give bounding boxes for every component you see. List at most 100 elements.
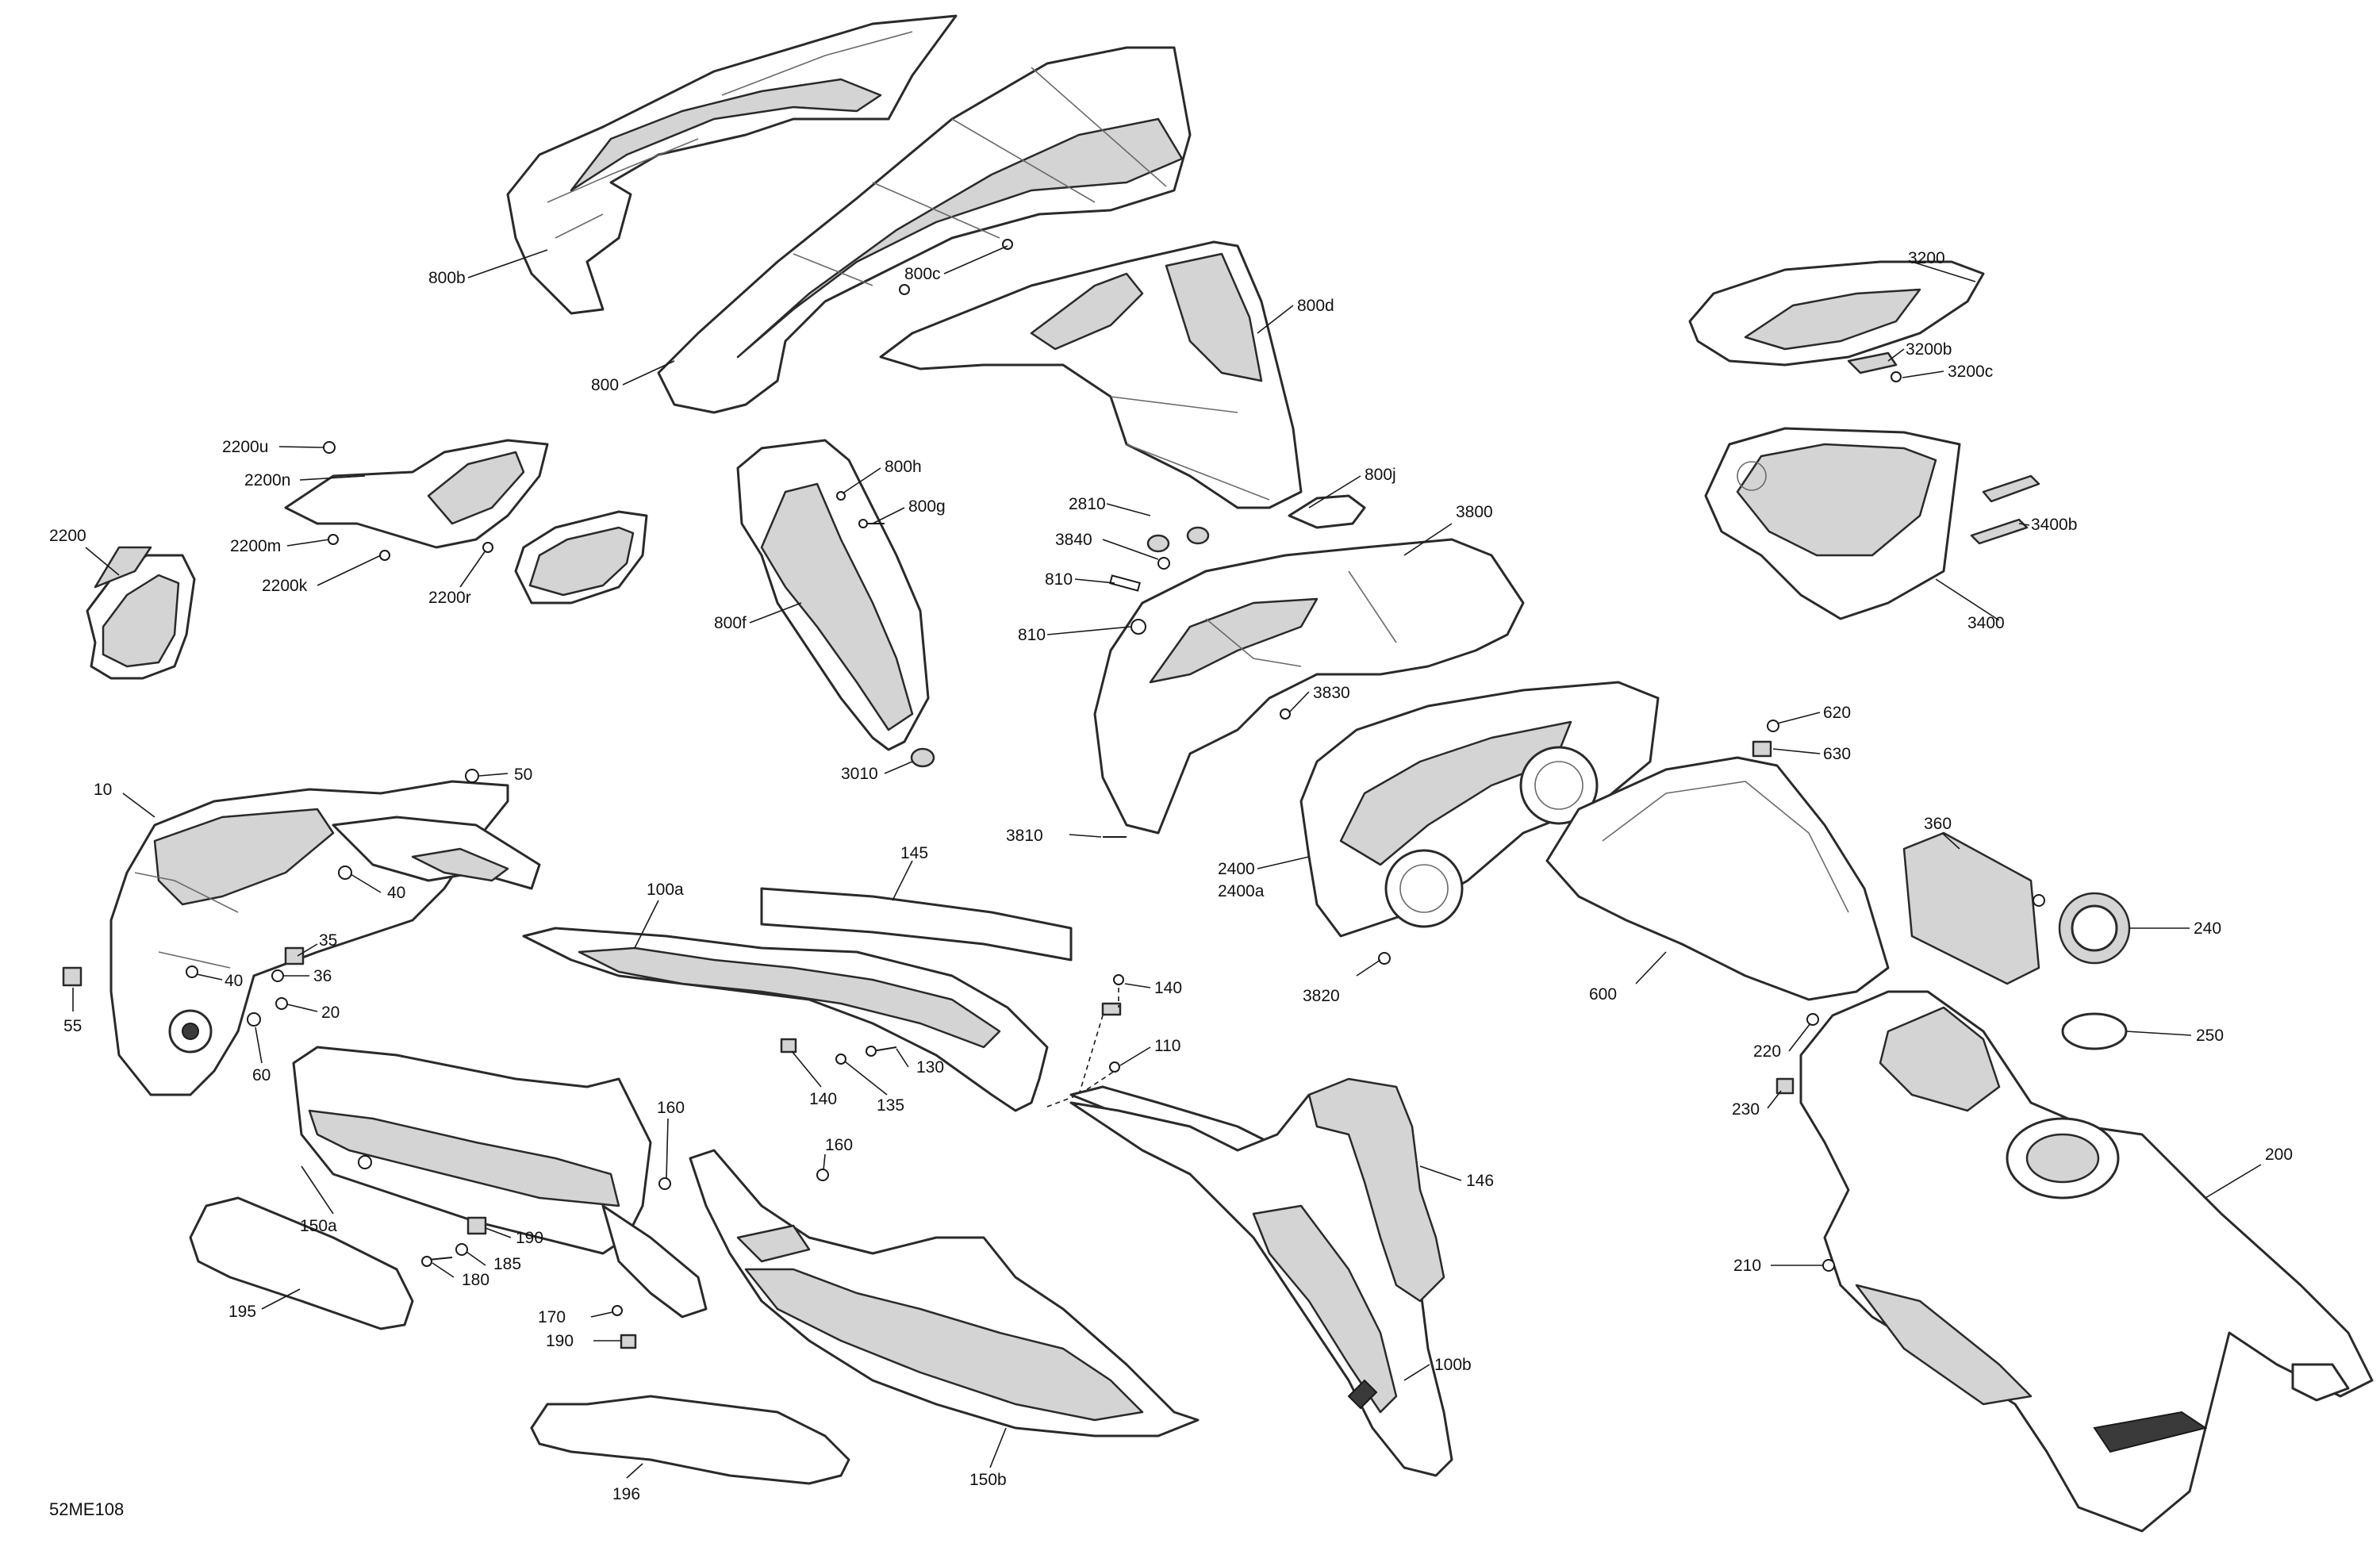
callout-145: 145 bbox=[900, 844, 928, 862]
callout-3400b: 3400b bbox=[2031, 516, 2077, 534]
callout-2200n: 2200n bbox=[244, 471, 290, 489]
callout-2200m: 2200m bbox=[230, 537, 281, 555]
part-196-trim-bar bbox=[530, 1395, 850, 1485]
callout-3200: 3200 bbox=[1908, 249, 1945, 267]
callout-140-left: 140 bbox=[809, 1090, 837, 1108]
callout-2200r: 2200r bbox=[428, 589, 471, 607]
callout-100a: 100a bbox=[647, 881, 684, 899]
part-800b-upper-fairing bbox=[506, 14, 958, 315]
fastener-800h-800g bbox=[836, 491, 885, 528]
callout-185: 185 bbox=[493, 1255, 521, 1273]
callout-146: 146 bbox=[1466, 1172, 1494, 1190]
callout-600: 600 bbox=[1589, 985, 1617, 1004]
part-360-vent bbox=[1902, 831, 2040, 985]
callout-800b: 800b bbox=[428, 269, 466, 287]
callout-20: 20 bbox=[321, 1004, 340, 1022]
part-800j-small-lens bbox=[1288, 494, 1366, 529]
callout-230: 230 bbox=[1732, 1100, 1760, 1119]
part-800f-side-strip bbox=[736, 439, 930, 751]
hardware-lower-panels bbox=[421, 1169, 829, 1349]
callout-labels: 800b 800c 800d 800 800h 800g 800f 800j 3… bbox=[49, 249, 2293, 1519]
callout-800c: 800c bbox=[904, 265, 941, 283]
hardware-tank-area bbox=[1752, 720, 1835, 1272]
callout-810-upper: 810 bbox=[1045, 570, 1073, 589]
callout-150a: 150a bbox=[300, 1217, 337, 1235]
callout-630: 630 bbox=[1823, 745, 1851, 763]
callout-250: 250 bbox=[2196, 1027, 2224, 1045]
part-2200r-mirror-glass bbox=[514, 510, 648, 605]
callout-800g: 800g bbox=[908, 497, 946, 516]
part-100a-side-rail bbox=[522, 927, 1049, 1112]
part-150a-mount-tab bbox=[601, 1204, 708, 1318]
callout-800j: 800j bbox=[1365, 466, 1396, 484]
callout-3010: 3010 bbox=[841, 765, 878, 783]
callout-3830: 3830 bbox=[1313, 684, 1350, 702]
part-100b-side-rail-right bbox=[1069, 1093, 1453, 1477]
part-2200-mirror-bracket bbox=[284, 439, 549, 549]
callout-40-lower: 40 bbox=[225, 972, 243, 990]
callout-360: 360 bbox=[1924, 815, 1952, 833]
part-146-trim-piece bbox=[1307, 1077, 1445, 1303]
callout-40-upper: 40 bbox=[387, 884, 405, 902]
callout-170: 170 bbox=[538, 1308, 566, 1326]
callout-2200k: 2200k bbox=[262, 577, 308, 595]
part-145-trim-strip bbox=[760, 887, 1073, 961]
part-3200-storage-lid bbox=[1688, 260, 1985, 367]
part-10-inner-bracket bbox=[332, 816, 541, 890]
callout-110: 110 bbox=[1154, 1037, 1180, 1055]
callout-2200u: 2200u bbox=[222, 438, 268, 456]
callout-10: 10 bbox=[94, 781, 112, 799]
callout-3200b: 3200b bbox=[1906, 340, 1952, 359]
part-3400b-strips bbox=[1970, 474, 2040, 545]
callout-2200: 2200 bbox=[49, 527, 86, 545]
part-250-o-ring bbox=[2061, 1012, 2128, 1050]
callout-210: 210 bbox=[1733, 1257, 1761, 1275]
hardware-headlight-area bbox=[1103, 526, 1391, 965]
hardware-100a bbox=[780, 974, 1124, 1073]
callout-800d: 800d bbox=[1297, 297, 1334, 315]
callout-36: 36 bbox=[313, 967, 332, 985]
callout-100b: 100b bbox=[1434, 1356, 1472, 1374]
callout-190-lower: 190 bbox=[546, 1332, 574, 1350]
callout-180: 180 bbox=[462, 1271, 489, 1289]
callout-3800: 3800 bbox=[1456, 503, 1493, 521]
part-800-windshield bbox=[657, 46, 1192, 414]
callout-3810: 3810 bbox=[1006, 827, 1043, 845]
callout-2400a: 2400a bbox=[1218, 882, 1265, 900]
callout-50: 50 bbox=[514, 766, 532, 784]
figure-id: 52ME108 bbox=[49, 1499, 124, 1519]
part-2200-mirror-left bbox=[86, 546, 196, 680]
callout-200: 200 bbox=[2265, 1146, 2293, 1164]
part-200-tank-cover bbox=[1799, 990, 2374, 1533]
part-2400-headlight-unit bbox=[1299, 681, 1660, 938]
callout-800h: 800h bbox=[885, 458, 922, 476]
callout-810-lower: 810 bbox=[1018, 626, 1046, 644]
callout-800: 800 bbox=[591, 376, 619, 394]
callout-620: 620 bbox=[1823, 704, 1851, 722]
callout-160-right: 160 bbox=[825, 1136, 853, 1154]
callout-140-right: 140 bbox=[1154, 979, 1182, 997]
callout-55: 55 bbox=[63, 1017, 82, 1035]
callout-3200c: 3200c bbox=[1948, 363, 1993, 381]
callout-195: 195 bbox=[228, 1303, 256, 1321]
callout-240: 240 bbox=[2194, 919, 2221, 938]
callout-2810: 2810 bbox=[1069, 495, 1106, 513]
grommet-3010 bbox=[910, 747, 935, 768]
callout-135: 135 bbox=[877, 1096, 904, 1115]
callout-160-left: 160 bbox=[657, 1099, 685, 1117]
fasteners-2200 bbox=[323, 441, 493, 561]
callout-3820: 3820 bbox=[1303, 987, 1340, 1005]
part-150a-side-panel-left bbox=[292, 1046, 652, 1255]
callout-130: 130 bbox=[916, 1058, 944, 1077]
callout-150b: 150b bbox=[969, 1471, 1007, 1489]
part-3200b-latch bbox=[1847, 351, 1902, 382]
callout-800f: 800f bbox=[714, 614, 747, 632]
part-3400-storage-bin bbox=[1704, 427, 1961, 620]
callout-2400: 2400 bbox=[1218, 860, 1255, 878]
callout-220: 220 bbox=[1753, 1042, 1781, 1061]
part-240-gas-cap-ring bbox=[2033, 892, 2131, 965]
callout-196: 196 bbox=[612, 1485, 640, 1503]
part-150b-side-panel-right bbox=[689, 1149, 1200, 1437]
